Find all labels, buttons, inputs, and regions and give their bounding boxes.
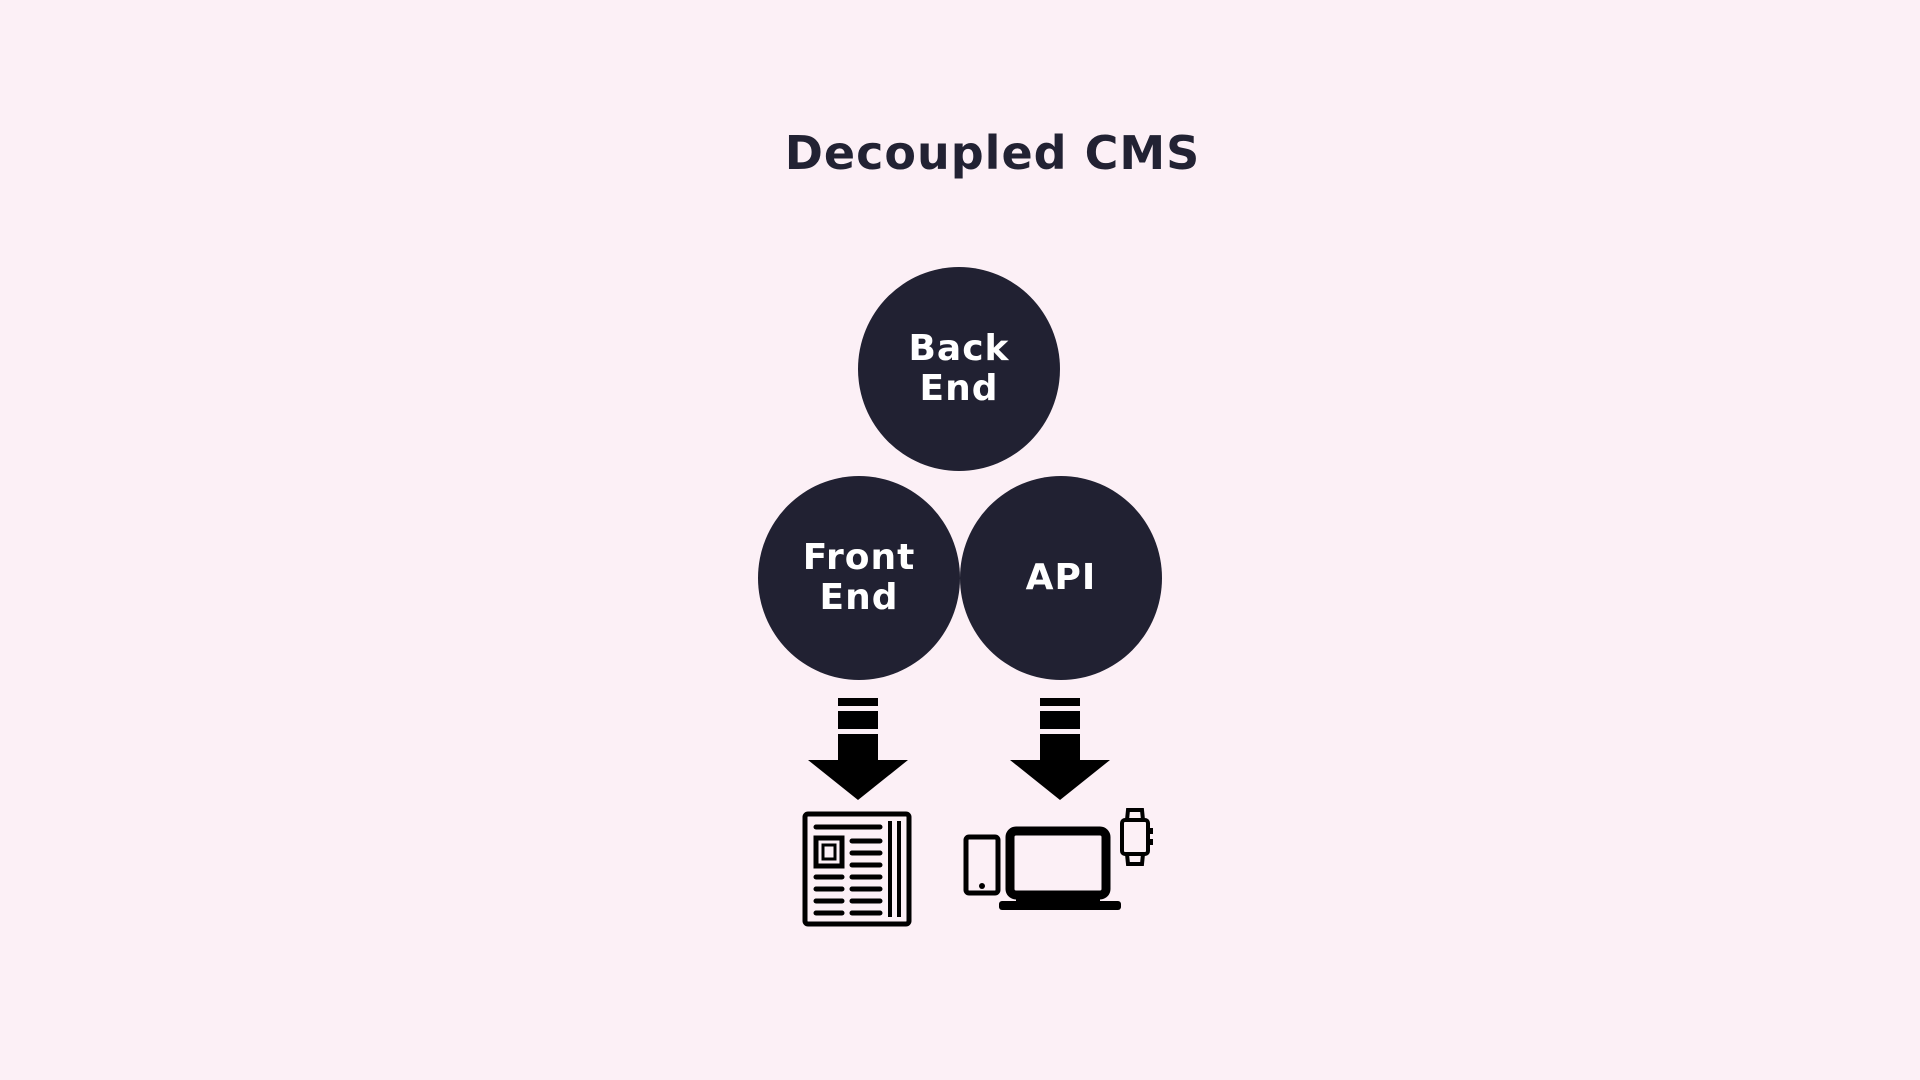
front-end-label-line1: Front <box>802 537 916 578</box>
down-arrow-icon <box>1010 698 1110 800</box>
back-end-label-line1: Back <box>908 328 1010 369</box>
down-arrow-icon <box>808 698 908 800</box>
diagram-title: Decoupled CMS <box>784 126 1201 180</box>
back-end-label-line2: End <box>919 368 999 409</box>
api-label: API <box>1025 557 1097 598</box>
api-node: API <box>960 476 1162 680</box>
front-end-node: Front End <box>758 476 960 680</box>
back-end-node: Back End <box>858 267 1060 471</box>
front-end-label-line2: End <box>819 577 899 618</box>
devices-icon <box>963 808 1153 910</box>
newspaper-icon <box>802 811 912 927</box>
